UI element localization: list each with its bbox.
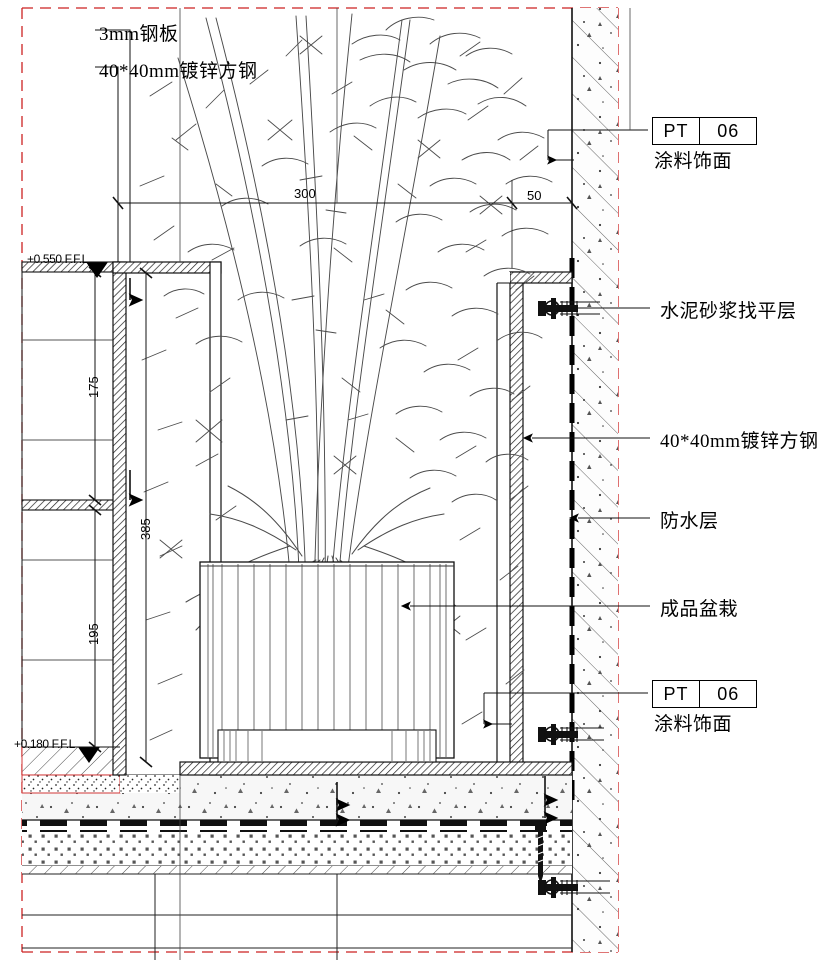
material-tag-pt06-lower[interactable]: PT 06: [652, 680, 758, 708]
callout-waterproof-layer: 防水层: [660, 511, 719, 532]
material-tag-number: 06: [717, 683, 740, 704]
material-tag-pt06-upper[interactable]: PT 06: [652, 117, 758, 145]
callout-finished-planter: 成品盆栽: [660, 599, 739, 620]
material-tag-caption-lower: 涂料饰面: [654, 714, 733, 735]
callout-steel-plate: 3mm钢板: [99, 24, 179, 45]
anchor-bolt-upper: [538, 298, 600, 319]
material-tag-caption-upper: 涂料饰面: [654, 151, 733, 172]
material-tag-divider: [699, 118, 701, 144]
material-tag-code: PT: [663, 120, 689, 141]
guide-lines: [179, 8, 631, 960]
dimension-lines: [88, 180, 578, 827]
anchor-bolt-lower: [538, 724, 604, 745]
dimension-300: 300: [294, 186, 316, 201]
dimension-195: 195: [86, 623, 101, 645]
finished-planter-pot: [199, 561, 455, 763]
material-tag-number: 06: [717, 120, 740, 141]
level-marker-ffl-upper: +0.550 F.F.L: [27, 252, 88, 266]
callout-galvanized-tube-right: 40*40mm镀锌方钢: [660, 431, 819, 452]
left-plinth: [21, 746, 180, 794]
concrete-wall: [571, 8, 618, 952]
callout-cement-screed: 水泥砂浆找平层: [660, 301, 797, 322]
dimension-175: 175: [86, 376, 101, 398]
leader-lines-right: [400, 129, 650, 729]
callout-galvanized-tube-top: 40*40mm镀锌方钢: [99, 61, 258, 82]
level-markers: [22, 261, 120, 763]
dimension-50: 50: [527, 188, 542, 203]
material-tag-code: PT: [663, 683, 689, 704]
dimension-385: 385: [138, 518, 153, 540]
anchor-bolt-bottom: [538, 877, 610, 898]
leader-lines-left: [95, 29, 131, 262]
level-marker-ffl-lower: +0.180 F.F.L: [14, 737, 75, 751]
floor-screw-fixing: [535, 820, 546, 884]
material-tag-divider: [699, 681, 701, 707]
